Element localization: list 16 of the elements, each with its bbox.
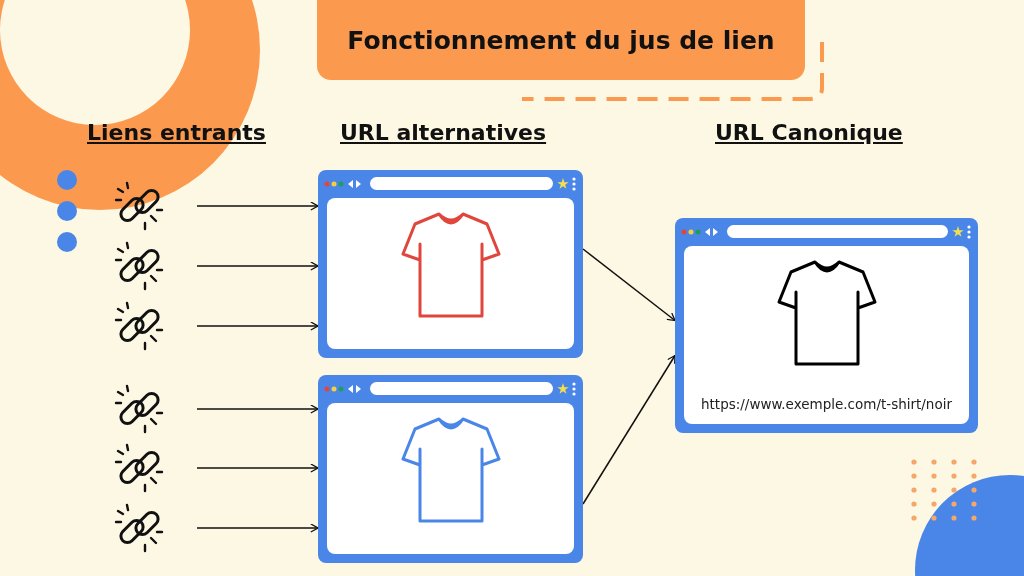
column-heading: URL Canonique: [715, 120, 903, 145]
arrow: [196, 463, 319, 473]
arrow: [196, 523, 319, 533]
browser-window: [318, 375, 583, 563]
url-text: https://www.exemple.com/t-shirt/noir: [700, 396, 953, 412]
arrow: [196, 321, 319, 331]
arrow: [196, 404, 319, 414]
title-text: Fonctionnement du jus de lien: [347, 25, 775, 55]
browser-window: [318, 170, 583, 358]
arrow: [196, 261, 319, 271]
arrow: [582, 248, 676, 322]
browser-window: [675, 218, 978, 433]
column-heading: URL alternatives: [340, 120, 547, 145]
arrow: [196, 201, 319, 211]
title-banner: [317, 0, 805, 80]
arrow: [582, 354, 676, 505]
